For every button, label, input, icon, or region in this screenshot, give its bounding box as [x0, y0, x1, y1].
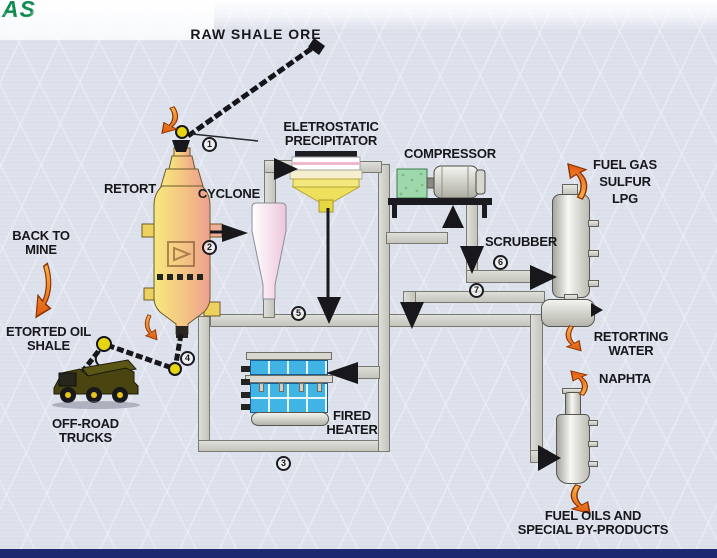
- fired-heater-burner: [241, 392, 250, 398]
- naphtha-column: [556, 414, 590, 484]
- label-electrostatic-precipitator: ELETROSTATIC PRECIPITATOR: [283, 119, 379, 148]
- label-fired-heater: FIRED HEATER: [326, 408, 378, 437]
- off-road-truck: [52, 359, 140, 409]
- pipe-compressor-suction: [386, 232, 448, 244]
- logo-text: AS: [2, 0, 36, 22]
- naphtha-side-nozzle: [588, 441, 598, 447]
- label-fuel-gas-outputs: FUEL GAS SULFUR LPG: [593, 157, 657, 206]
- stream-marker-3: 3: [276, 456, 291, 471]
- pipe-naphtha-downcomer: [530, 314, 543, 462]
- label-cyclone: CYCLONE: [197, 186, 261, 201]
- fired-heater-burner: [241, 404, 250, 410]
- naphtha-side-nozzle: [588, 420, 598, 426]
- fired-heater-burner: [241, 379, 250, 385]
- flow-arrow-back-to-mine: [35, 262, 52, 318]
- fired-heater-tube-pin: [259, 383, 264, 392]
- pipe-naphtha-feed: [530, 450, 548, 463]
- scrubber-bottoms-drum: [541, 299, 595, 327]
- fired-heater-tube-pin: [317, 383, 322, 392]
- stream-marker-1: 1: [202, 137, 217, 152]
- header-band-left: [0, 0, 214, 40]
- label-retorted-oil-shale: ETORTED OIL SHALE: [6, 324, 91, 353]
- label-naphta: NAPHTA: [599, 371, 651, 386]
- label-retort: RETORT: [103, 181, 156, 196]
- bottom-bar: [0, 549, 717, 558]
- fired-heater-tube-sheet: [245, 375, 333, 383]
- flow-arrow-retorting-water: [565, 325, 582, 352]
- pipe-retort-return-main: [210, 314, 543, 327]
- fired-heater-top-bar: [246, 352, 332, 360]
- stream-marker-2: 2: [202, 240, 217, 255]
- stream-marker-5: 5: [291, 306, 306, 321]
- compressor-unit: [388, 165, 492, 218]
- label-back-to-mine: BACK TO MINE: [12, 228, 70, 257]
- flow-arrow-raw-shale-feed: [161, 106, 179, 134]
- pipe-bottom-loop: [198, 440, 390, 452]
- label-retorting-water: RETORTING WATER: [593, 329, 669, 358]
- scrubber-side-nozzle: [588, 220, 599, 227]
- fired-heater-tube-pin: [279, 383, 284, 392]
- label-fuel-oils: FUEL OILS AND SPECIAL BY-PRODUCTS: [517, 508, 669, 537]
- fired-heater-upper-tubes: [250, 360, 328, 375]
- pipe-heater-feed: [352, 366, 380, 379]
- retort-vessel: [141, 147, 223, 338]
- scrubber-column: [552, 194, 590, 298]
- fired-heater-base: [251, 412, 329, 426]
- scrubber-side-nozzle: [588, 280, 599, 287]
- stream-marker-4: 4: [180, 351, 195, 366]
- fired-heater-tube-pin: [299, 383, 304, 392]
- cyclone-separator: [251, 202, 287, 300]
- pipe-scrubber-feed: [466, 270, 536, 283]
- label-scrubber: SCRUBBER: [484, 234, 558, 249]
- scrubber-side-nozzle: [588, 250, 599, 257]
- electrostatic-precipitator: [289, 151, 363, 213]
- label-compressor: COMPRESSOR: [404, 146, 496, 161]
- stream-marker-6: 6: [493, 255, 508, 270]
- stream-marker-7: 7: [469, 283, 484, 298]
- fired-heater-burner: [241, 366, 250, 372]
- naphtha-side-nozzle: [588, 461, 598, 467]
- label-off-road-trucks: OFF-ROAD TRUCKS: [52, 416, 119, 445]
- pipe-drum-outlet-elbow: [403, 291, 416, 305]
- label-raw-shale-ore: RAW SHALE ORE: [190, 26, 322, 42]
